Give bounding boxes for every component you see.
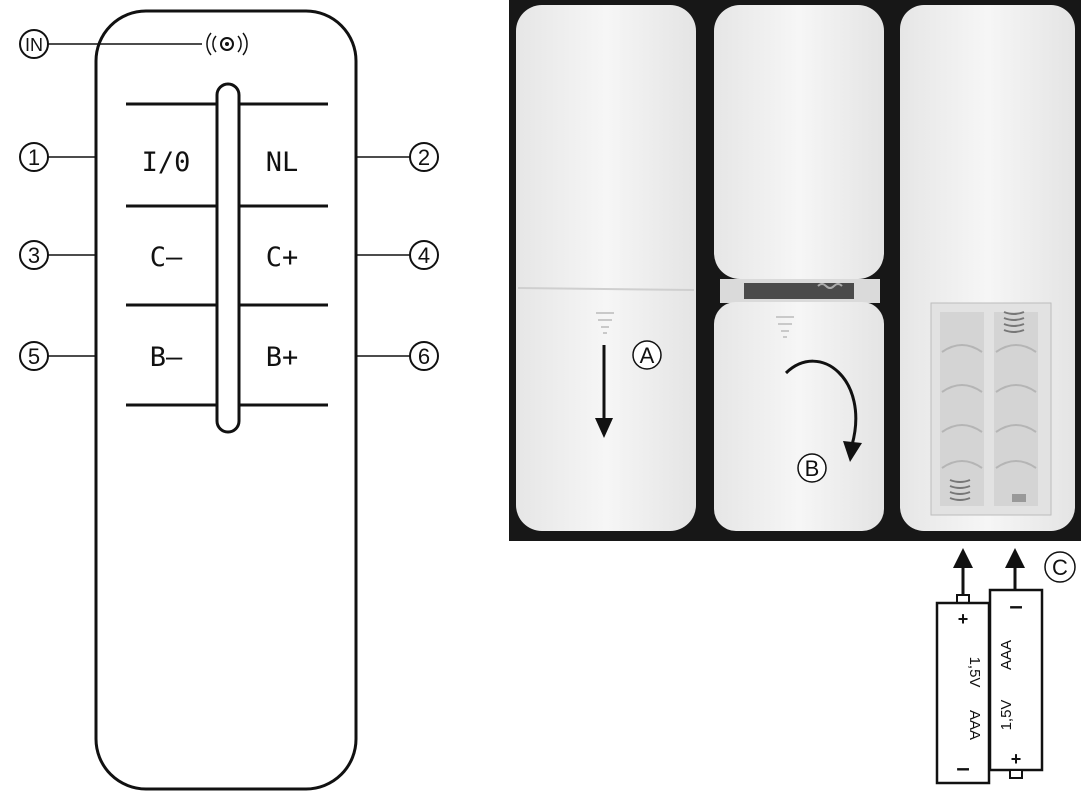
callout-number: 2: [418, 145, 430, 170]
callout-4: 4: [409, 240, 439, 270]
button-label-color-down: C–: [150, 242, 183, 273]
aaa-battery-2: – AAA 1,5V +: [988, 588, 1044, 779]
battery-photo: A B: [509, 0, 1081, 785]
callout-6: 6: [409, 341, 439, 371]
battery-type: AAA: [998, 640, 1015, 670]
step-b-badge: B: [797, 453, 827, 483]
callout-2: 2: [409, 142, 439, 172]
battery-plus-sign: +: [1011, 749, 1022, 769]
callout-5: 5: [19, 341, 49, 371]
slide-arrow-icon: [596, 312, 614, 334]
ir-emitter-icon: [206, 32, 248, 56]
battery-voltage: 1,5V: [998, 700, 1015, 731]
callout-number: 3: [28, 243, 40, 268]
callout-number: 6: [418, 344, 430, 369]
slide-arrow-icon: [776, 316, 794, 338]
battery-type: AAA: [966, 710, 983, 740]
battery-plus-sign: +: [958, 609, 969, 629]
remote-back-battery-compartment: [900, 5, 1075, 531]
button-label-brightness-up: B+: [266, 342, 299, 373]
ir-callout-label: IN: [25, 35, 43, 55]
aaa-battery-1: + 1,5V AAA –: [935, 594, 991, 785]
step-c-label: C: [1052, 555, 1068, 580]
callout-1: 1: [19, 142, 49, 172]
step-b-label: B: [805, 456, 820, 481]
callout-number: 1: [28, 145, 40, 170]
button-label-brightness-down: B–: [150, 342, 183, 373]
button-label-on-off: I/0: [142, 147, 191, 178]
battery-minus-sign: –: [956, 755, 969, 782]
step-a-badge: A: [632, 340, 662, 370]
ir-callout: IN: [19, 29, 49, 59]
battery-minus-sign: –: [1009, 593, 1022, 620]
center-divider-slot: [215, 82, 241, 434]
battery-spring-icon: [949, 311, 1025, 501]
battery-voltage: 1,5V: [966, 657, 983, 688]
callout-number: 4: [418, 243, 430, 268]
step-c-badge: C: [1044, 551, 1076, 583]
remote-back-closed: A: [516, 5, 696, 531]
step-a-label: A: [640, 343, 655, 368]
callout-number: 5: [28, 344, 40, 369]
button-label-night-light: NL: [266, 147, 299, 178]
remote-back-cover-open: B: [714, 5, 884, 531]
remote-drawing: IN I/0 NL C– C+ B– B+ 1 3 5: [19, 9, 439, 791]
button-label-color-up: C+: [266, 242, 299, 273]
callout-3: 3: [19, 240, 49, 270]
